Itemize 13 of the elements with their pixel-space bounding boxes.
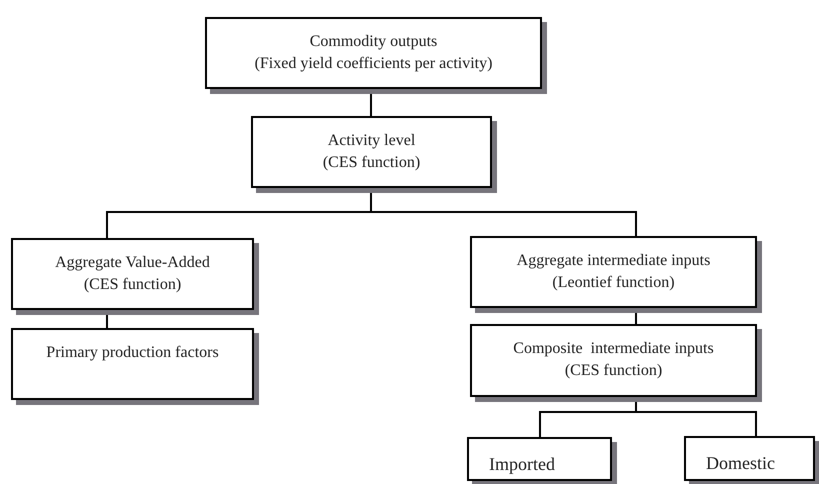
box-label: (CES function) <box>82 275 182 295</box>
box-label: Commodity outputs <box>308 32 438 52</box>
box-label: Activity level <box>326 131 416 151</box>
box-label: Domestic <box>706 452 776 474</box>
box-label: (Fixed yield coefficients per activity) <box>254 54 494 74</box>
box-label: (CES function) <box>322 153 422 173</box>
box-label: Imported <box>489 453 556 475</box>
box-label: (CES function) <box>564 361 664 381</box>
box-label: Aggregate intermediate inputs <box>516 251 712 271</box>
box-label: Composite intermediate inputs <box>512 339 715 359</box>
box-label: (Leontief function) <box>551 273 676 293</box>
box-label: Aggregate Value-Added <box>54 253 211 273</box>
box-label: Primary production factors <box>45 343 220 363</box>
